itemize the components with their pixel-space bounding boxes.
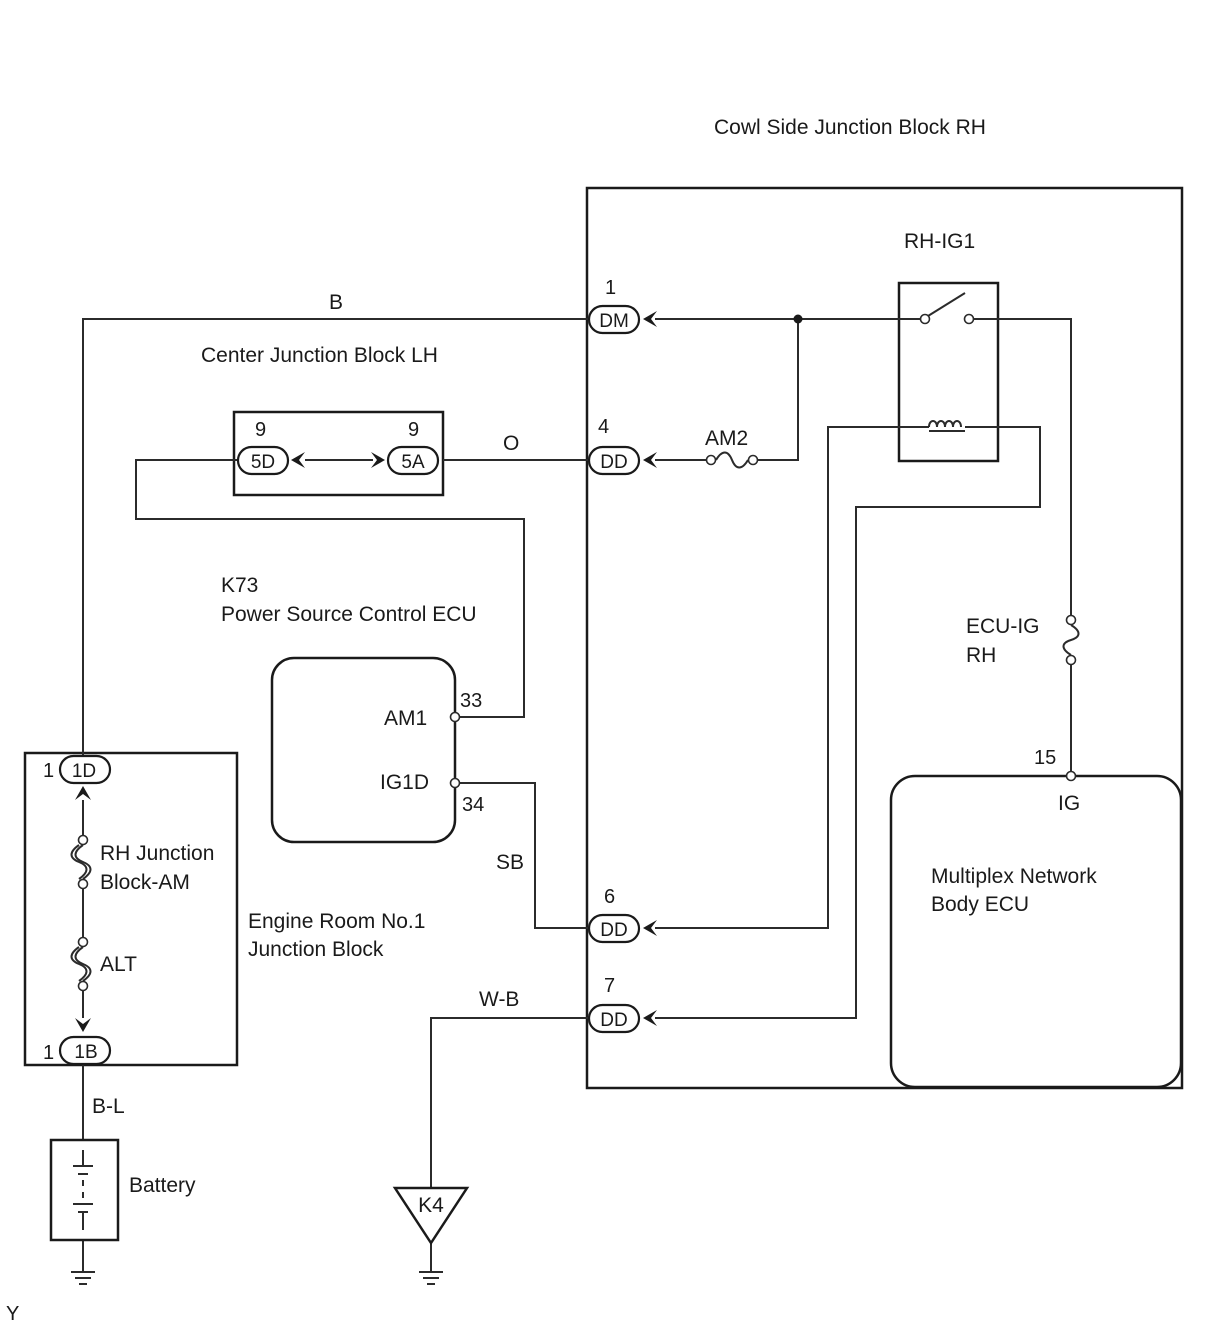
dd4-pin-number: 4 [598,416,609,438]
k4-ground-icon [392,1186,470,1285]
1d-pin-number: 1 [43,760,54,782]
ig-pin-terminal [1065,770,1077,782]
dm-pin-number: 1 [605,277,616,299]
ig1d-pin-name: IG1D [380,771,429,794]
rh-junction-fuse-label-1: RH Junction [100,842,214,865]
wire-b-label: B [329,291,343,314]
dd4-arrow-icon [643,452,657,468]
dd7-arrow-icon [643,1010,657,1026]
dd6-pin-number: 6 [604,886,615,908]
engine-block-title-2: Junction Block [248,938,384,961]
engine-block-title-1: Engine Room No.1 [248,910,425,933]
5d-connector [236,445,290,476]
multiplex-network-body-ecu-box [889,774,1183,1089]
5d-pin-number: 9 [255,419,266,441]
dd7-connector [587,1003,641,1034]
am2-fuse-symbol [705,451,759,469]
am1-pin-name: AM1 [384,707,427,730]
wire-b [82,318,591,768]
wire-coil-left [655,426,929,929]
wire-sb-label: SB [496,851,524,874]
5a-connector [386,445,440,476]
dm-arrow-icon [643,311,657,327]
ecu-ig-rh-fuse-symbol [1062,614,1080,666]
dd7-connector-name: DD [600,1010,627,1031]
alt-fuse-label: ALT [100,953,137,976]
alt-fuse-symbol [70,936,92,992]
1b-arrow-icon [75,1018,91,1032]
multiplex-ecu-name-1: Multiplex Network [931,865,1097,888]
dd6-arrow-icon [643,920,657,936]
relay-coil [928,420,965,432]
wire-relay-out [969,318,1072,620]
dm-connector-name: DM [599,311,629,332]
ecu-ig-fuse-label-2: RH [966,644,996,667]
k73-name: Power Source Control ECU [221,603,477,626]
wire-wb-label: W-B [479,988,519,1011]
k4-ground-label: K4 [418,1194,444,1217]
5d-connector-name: 5D [251,452,275,473]
multiplex-ecu-name-2: Body ECU [931,893,1029,916]
1b-pin-number: 1 [43,1042,54,1064]
5a-arrow-icon [371,452,385,468]
5a-connector-name: 5A [401,452,425,473]
ig1d-pin-terminal [449,777,461,789]
battery-ground-icon [71,1271,95,1285]
5d-arrow-icon [291,452,305,468]
1d-arrow-icon [75,786,91,800]
cowl-side-junction-block-box [585,186,1184,1090]
wire-wb [430,1017,591,1188]
dd7-pin-number: 7 [604,975,615,997]
wire-coil-right [655,426,1041,1019]
center-junction-block-box [232,410,445,497]
rh-junction-fuse-label-2: Block-AM [100,871,190,894]
am2-fuse-label: AM2 [705,427,748,450]
ig-pin-name: IG [1058,792,1080,815]
dm-connector [587,304,641,335]
rh-ig1-relay-box [897,281,1000,463]
battery-label: Battery [129,1174,196,1197]
rh-junction-fuse-symbol [70,834,92,890]
engine-room-junction-block-box [23,751,239,1067]
relay-switch [919,292,975,325]
ig1d-pin-number: 34 [462,794,484,816]
dd6-connector-name: DD [600,920,627,941]
dd4-connector [587,445,641,476]
1b-connector-name: 1B [74,1042,97,1063]
wire-bl-label: B-L [92,1095,125,1118]
1b-connector [58,1035,112,1066]
wire-5d-am1 [135,459,525,718]
wire-junction-am2 [755,319,799,461]
ecu-ig-fuse-label-1: ECU-IG [966,615,1040,638]
center-block-title: Center Junction Block LH [201,344,438,367]
cowl-block-title: Cowl Side Junction Block RH [714,116,986,139]
wire-o-label: O [503,432,519,455]
am1-pin-terminal [449,711,461,723]
ig-pin-number: 15 [1034,747,1056,769]
am1-pin-number: 33 [460,690,482,712]
power-source-control-ecu-box [270,656,457,844]
dd6-connector [587,913,641,944]
battery-symbol [49,1138,120,1242]
corner-mark: Y [6,1303,19,1325]
wire-sb [459,782,591,929]
5a-pin-number: 9 [408,419,419,441]
1d-connector [58,754,112,785]
junction-dot [793,314,803,324]
dd4-connector-name: DD [600,452,627,473]
k73-code: K73 [221,574,258,597]
rh-ig1-relay-label: RH-IG1 [904,230,975,253]
1d-connector-name: 1D [72,761,96,782]
